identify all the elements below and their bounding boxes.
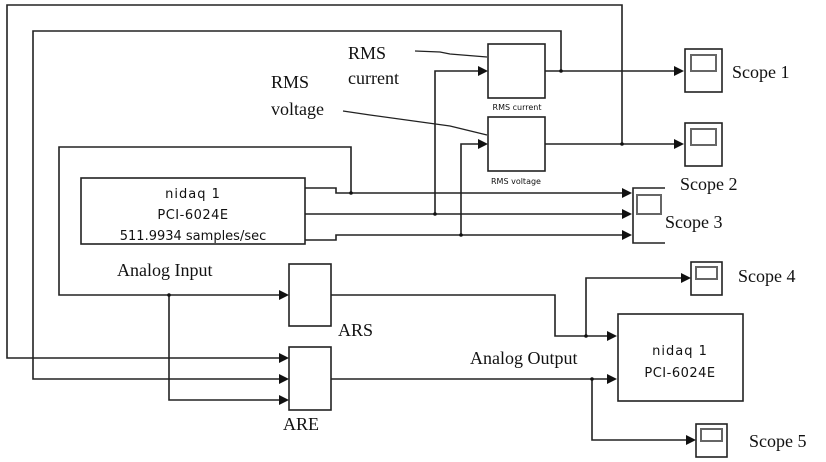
junctions bbox=[167, 69, 624, 381]
arrow-ao-in2 bbox=[607, 374, 617, 384]
annotation-rms-voltage-line1: RMS bbox=[271, 72, 309, 92]
rms-current-label: RMS current bbox=[493, 103, 542, 112]
analog-output-caption: Analog Output bbox=[470, 348, 578, 368]
wire-ars-loop bbox=[58, 146, 352, 296]
wire-rms-current-in bbox=[434, 70, 480, 214]
arrow-ao-in1 bbox=[607, 331, 617, 341]
scope-2-label: Scope 2 bbox=[680, 174, 738, 194]
are-caption: ARE bbox=[283, 414, 319, 434]
arrow-are-in3 bbox=[279, 395, 289, 405]
rms-voltage-block[interactable]: RMS voltage bbox=[487, 116, 546, 186]
wire-outer-loop bbox=[6, 4, 623, 359]
scope-3[interactable]: Scope 3 bbox=[632, 187, 723, 244]
arrow-scope5 bbox=[686, 435, 696, 445]
analog-input-line2: PCI-6024E bbox=[157, 208, 228, 223]
wire-second-loop bbox=[32, 30, 562, 380]
scope-icon bbox=[695, 266, 718, 280]
junction-dot bbox=[584, 334, 588, 338]
leader-rms-voltage bbox=[342, 110, 488, 136]
junction-dot bbox=[590, 377, 594, 381]
scope-1-label: Scope 1 bbox=[732, 62, 790, 82]
analog-output-block[interactable]: nidaq 1 PCI-6024E Analog Output bbox=[470, 313, 744, 402]
analog-output-line1: nidaq 1 bbox=[652, 344, 708, 359]
scope-3-body[interactable] bbox=[632, 187, 665, 244]
analog-input-caption: Analog Input bbox=[117, 260, 212, 280]
scope-5-label: Scope 5 bbox=[749, 431, 807, 451]
wire-rms-voltage-in bbox=[460, 143, 480, 235]
analog-output-line2: PCI-6024E bbox=[644, 366, 715, 381]
analog-input-line3: 511.9934 samples/sec bbox=[120, 229, 267, 244]
arrow-scope2 bbox=[674, 139, 684, 149]
arrowheads bbox=[279, 66, 696, 445]
scope-4[interactable]: Scope 4 bbox=[690, 261, 796, 296]
annotation-rms-voltage-line2: voltage bbox=[271, 99, 324, 119]
ars-block[interactable]: ARS bbox=[288, 263, 373, 340]
arrow-scope1 bbox=[674, 66, 684, 76]
annotation-rms-current-line1: RMS bbox=[348, 43, 386, 63]
leader-rms-current bbox=[414, 50, 488, 58]
wires bbox=[6, 4, 687, 441]
wire-scope5 bbox=[591, 379, 687, 441]
scope-icon bbox=[636, 194, 662, 215]
junction-dot bbox=[620, 142, 624, 146]
wire-ai-out1 bbox=[305, 187, 622, 194]
arrow-are-in1 bbox=[279, 353, 289, 363]
wire-are-input3 bbox=[168, 295, 280, 401]
junction-dot bbox=[167, 293, 171, 297]
arrow-scope3-in1 bbox=[622, 188, 632, 198]
scope-1[interactable]: Scope 1 bbox=[684, 48, 790, 93]
junction-dot bbox=[459, 233, 463, 237]
analog-output-box[interactable] bbox=[617, 313, 744, 402]
wire-ai-out3 bbox=[305, 234, 622, 241]
scope-2[interactable]: Scope 2 bbox=[680, 122, 738, 194]
scope-4-label: Scope 4 bbox=[738, 266, 796, 286]
wire-ars-out bbox=[330, 294, 608, 337]
scope-icon bbox=[690, 54, 717, 72]
arrow-rms-voltage-in bbox=[478, 139, 488, 149]
arrow-are-in2 bbox=[279, 374, 289, 384]
scope-icon bbox=[690, 128, 717, 146]
are-box[interactable] bbox=[288, 346, 332, 411]
analog-input-line1: nidaq 1 bbox=[165, 187, 221, 202]
arrow-rms-current-in bbox=[478, 66, 488, 76]
junction-dot bbox=[349, 191, 353, 195]
junction-dot bbox=[559, 69, 563, 73]
arrow-ars-in bbox=[279, 290, 289, 300]
arrow-scope4 bbox=[681, 273, 691, 283]
annotation-rms-current-line2: current bbox=[348, 68, 399, 88]
scope-5[interactable]: Scope 5 bbox=[695, 423, 807, 458]
arrow-scope3-in3 bbox=[622, 230, 632, 240]
rms-voltage-label: RMS voltage bbox=[491, 177, 541, 186]
ars-caption: ARS bbox=[338, 320, 373, 340]
rms-current-block[interactable]: RMS current bbox=[487, 43, 546, 112]
wire-scope4 bbox=[585, 277, 682, 336]
analog-input-box[interactable] bbox=[80, 177, 306, 245]
scope-3-label: Scope 3 bbox=[665, 212, 723, 232]
ars-box[interactable] bbox=[288, 263, 332, 327]
analog-input-block[interactable]: nidaq 1 PCI-6024E 511.9934 samples/sec A… bbox=[80, 177, 306, 280]
are-block[interactable]: ARE bbox=[283, 346, 332, 434]
rms-current-box[interactable] bbox=[487, 43, 546, 99]
arrow-scope3-in2 bbox=[622, 209, 632, 219]
rms-voltage-box[interactable] bbox=[487, 116, 546, 172]
junction-dot bbox=[433, 212, 437, 216]
scope-icon bbox=[700, 428, 723, 442]
